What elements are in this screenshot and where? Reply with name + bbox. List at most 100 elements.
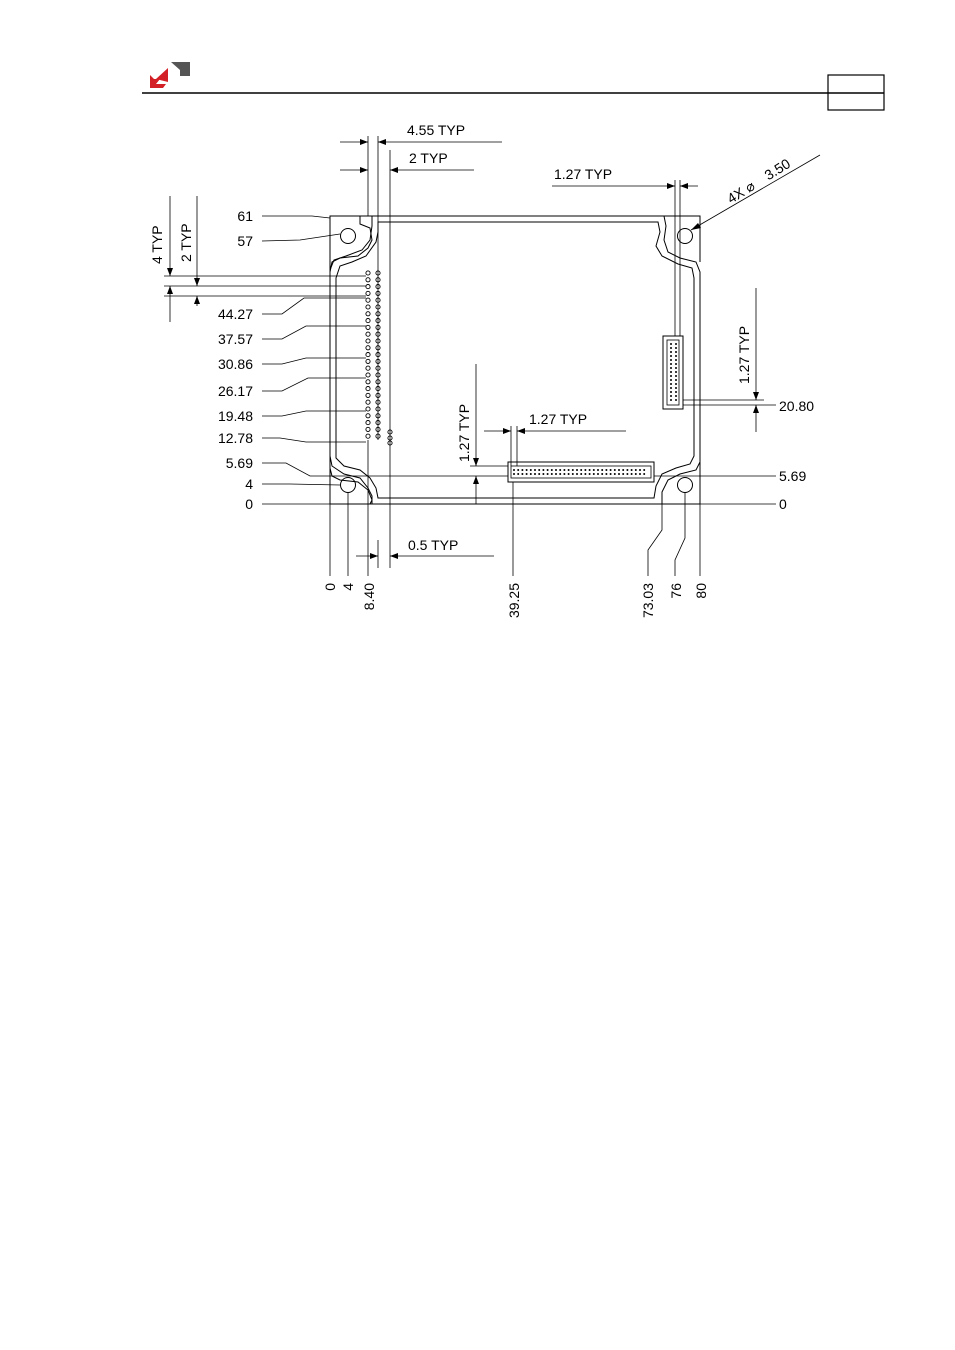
pin [670, 399, 672, 401]
pin [542, 469, 544, 471]
pin [635, 469, 637, 471]
pin [366, 312, 370, 316]
pin [614, 473, 616, 475]
pin [675, 347, 677, 349]
pin [589, 469, 591, 471]
pin [542, 473, 544, 475]
pin [563, 473, 565, 475]
pin [366, 332, 370, 336]
pin [576, 473, 578, 475]
pin [610, 469, 612, 471]
pin [563, 469, 565, 471]
pin [521, 469, 523, 471]
right-connector-outline [663, 336, 683, 409]
pin [626, 469, 628, 471]
pin [626, 473, 628, 475]
y-label-right: 20.80 [779, 398, 814, 414]
pin [670, 367, 672, 369]
pin [675, 343, 677, 345]
pin [366, 407, 370, 411]
pin [366, 359, 370, 363]
pin [670, 347, 672, 349]
pin [601, 469, 603, 471]
pin [366, 427, 370, 431]
pin [631, 473, 633, 475]
left-pin-field [366, 271, 392, 445]
pin [622, 469, 624, 471]
pin [366, 278, 370, 282]
pin [593, 473, 595, 475]
pin [547, 469, 549, 471]
pin [580, 473, 582, 475]
pin [366, 393, 370, 397]
pin [534, 473, 536, 475]
pin [593, 469, 595, 471]
pin [675, 355, 677, 357]
mounting-hole-top-left [341, 229, 356, 244]
right-connector-inner [667, 340, 679, 405]
pin [675, 363, 677, 365]
pin [534, 469, 536, 471]
pin [366, 434, 370, 438]
pin [538, 473, 540, 475]
dim-2-typ-left: 2 TYP [178, 223, 194, 262]
pin [366, 271, 370, 275]
hole-callout-prefix: 4X ⌀ [724, 177, 757, 206]
pin [517, 469, 519, 471]
pin [597, 473, 599, 475]
pin [530, 473, 532, 475]
bottom-connector-inner [511, 466, 651, 478]
pin [584, 473, 586, 475]
pin [366, 325, 370, 329]
pin [631, 469, 633, 471]
pin [675, 371, 677, 373]
pin [568, 469, 570, 471]
pin [526, 473, 528, 475]
pin [675, 387, 677, 389]
y-label-left: 30.86 [218, 356, 253, 372]
right-connector-pins [670, 343, 677, 401]
pin [670, 391, 672, 393]
pin [643, 473, 645, 475]
pin [635, 473, 637, 475]
pin [670, 359, 672, 361]
pin [675, 383, 677, 385]
y-label-right: 5.69 [779, 468, 806, 484]
pin [605, 473, 607, 475]
pin [366, 366, 370, 370]
pin [366, 414, 370, 418]
pin [538, 469, 540, 471]
pin [614, 469, 616, 471]
y-label-left: 57 [237, 233, 253, 249]
mounting-hole-bottom-left [341, 478, 356, 493]
pin [555, 469, 557, 471]
pin [366, 380, 370, 384]
pin [670, 387, 672, 389]
bottom-connector-pins [513, 469, 645, 475]
pin [513, 473, 515, 475]
pin [366, 353, 370, 357]
dim-1-27-typ-bottom-horizontal: 1.27 TYP [529, 411, 587, 427]
pin [670, 379, 672, 381]
pin [675, 359, 677, 361]
pin [670, 355, 672, 357]
pin [366, 373, 370, 377]
pin [670, 343, 672, 345]
pin [521, 473, 523, 475]
bottom-connector-outline [508, 462, 654, 482]
pin [559, 469, 561, 471]
pin [559, 473, 561, 475]
board-outline [330, 216, 700, 504]
pin [601, 473, 603, 475]
dim-1-27-typ-bottom-vertical: 1.27 TYP [456, 404, 472, 462]
pin [572, 469, 574, 471]
y-label-left: 0 [245, 496, 253, 512]
pin [551, 473, 553, 475]
pin [597, 469, 599, 471]
pin [366, 298, 370, 302]
dim-0-5-typ: 0.5 TYP [408, 537, 458, 553]
dim-1-27-typ-top-right: 1.27 TYP [554, 166, 612, 182]
pin [517, 473, 519, 475]
